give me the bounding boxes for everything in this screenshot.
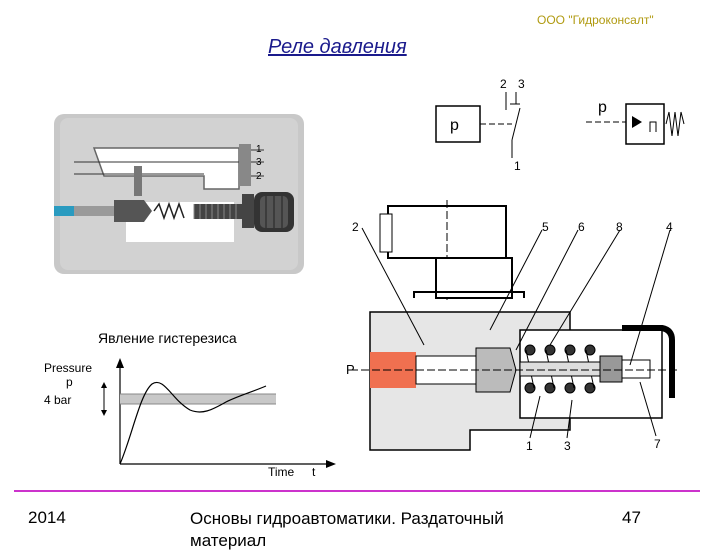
switch-terminal-1: 1 [514,159,521,173]
hysteresis-y-symbol: p [66,375,73,389]
spring-pressure-label: p [598,99,607,116]
photo-label-2: 2 [256,171,262,182]
callout-6: 6 [578,220,585,234]
switch-terminal-3: 3 [518,78,525,91]
photo-label-1: 1 [256,144,262,155]
callout-3: 3 [564,439,571,453]
pressure-relay-section [350,200,680,451]
footer-year: 2014 [28,508,66,527]
page-number: 47 [622,508,641,527]
callout-7: 7 [654,437,661,451]
callout-8: 8 [616,220,623,234]
photo-label-3: 3 [256,157,262,168]
hysteresis-y-label: Pressure [44,361,92,375]
pressure-switch-photo [54,114,304,274]
footer-text: Основы гидроавтоматики. Раздаточный мате… [190,509,504,550]
hysteresis-graph: Pressure p 4 bar Time t [44,358,336,479]
hysteresis-x-symbol: t [312,465,316,479]
switch-symbol: p 2 3 1 [435,78,525,173]
callout-2: 2 [352,220,359,234]
callout-4: 4 [666,220,673,234]
port-label-p: P [346,362,355,377]
company-name: ООО "Гидроконсалт" [537,13,654,27]
callout-1: 1 [526,439,533,453]
callout-5: 5 [542,220,549,234]
footer-divider [14,490,700,492]
switch-terminal-2: 2 [500,78,507,91]
hysteresis-label: Явление гистерезиса [98,330,237,346]
hysteresis-level-label: 4 bar [44,393,71,407]
slide-title: Реле давления [268,36,407,58]
hysteresis-x-label: Time [268,465,295,479]
switch-pressure-label: p [450,117,459,134]
spring-symbol: p [586,99,685,145]
